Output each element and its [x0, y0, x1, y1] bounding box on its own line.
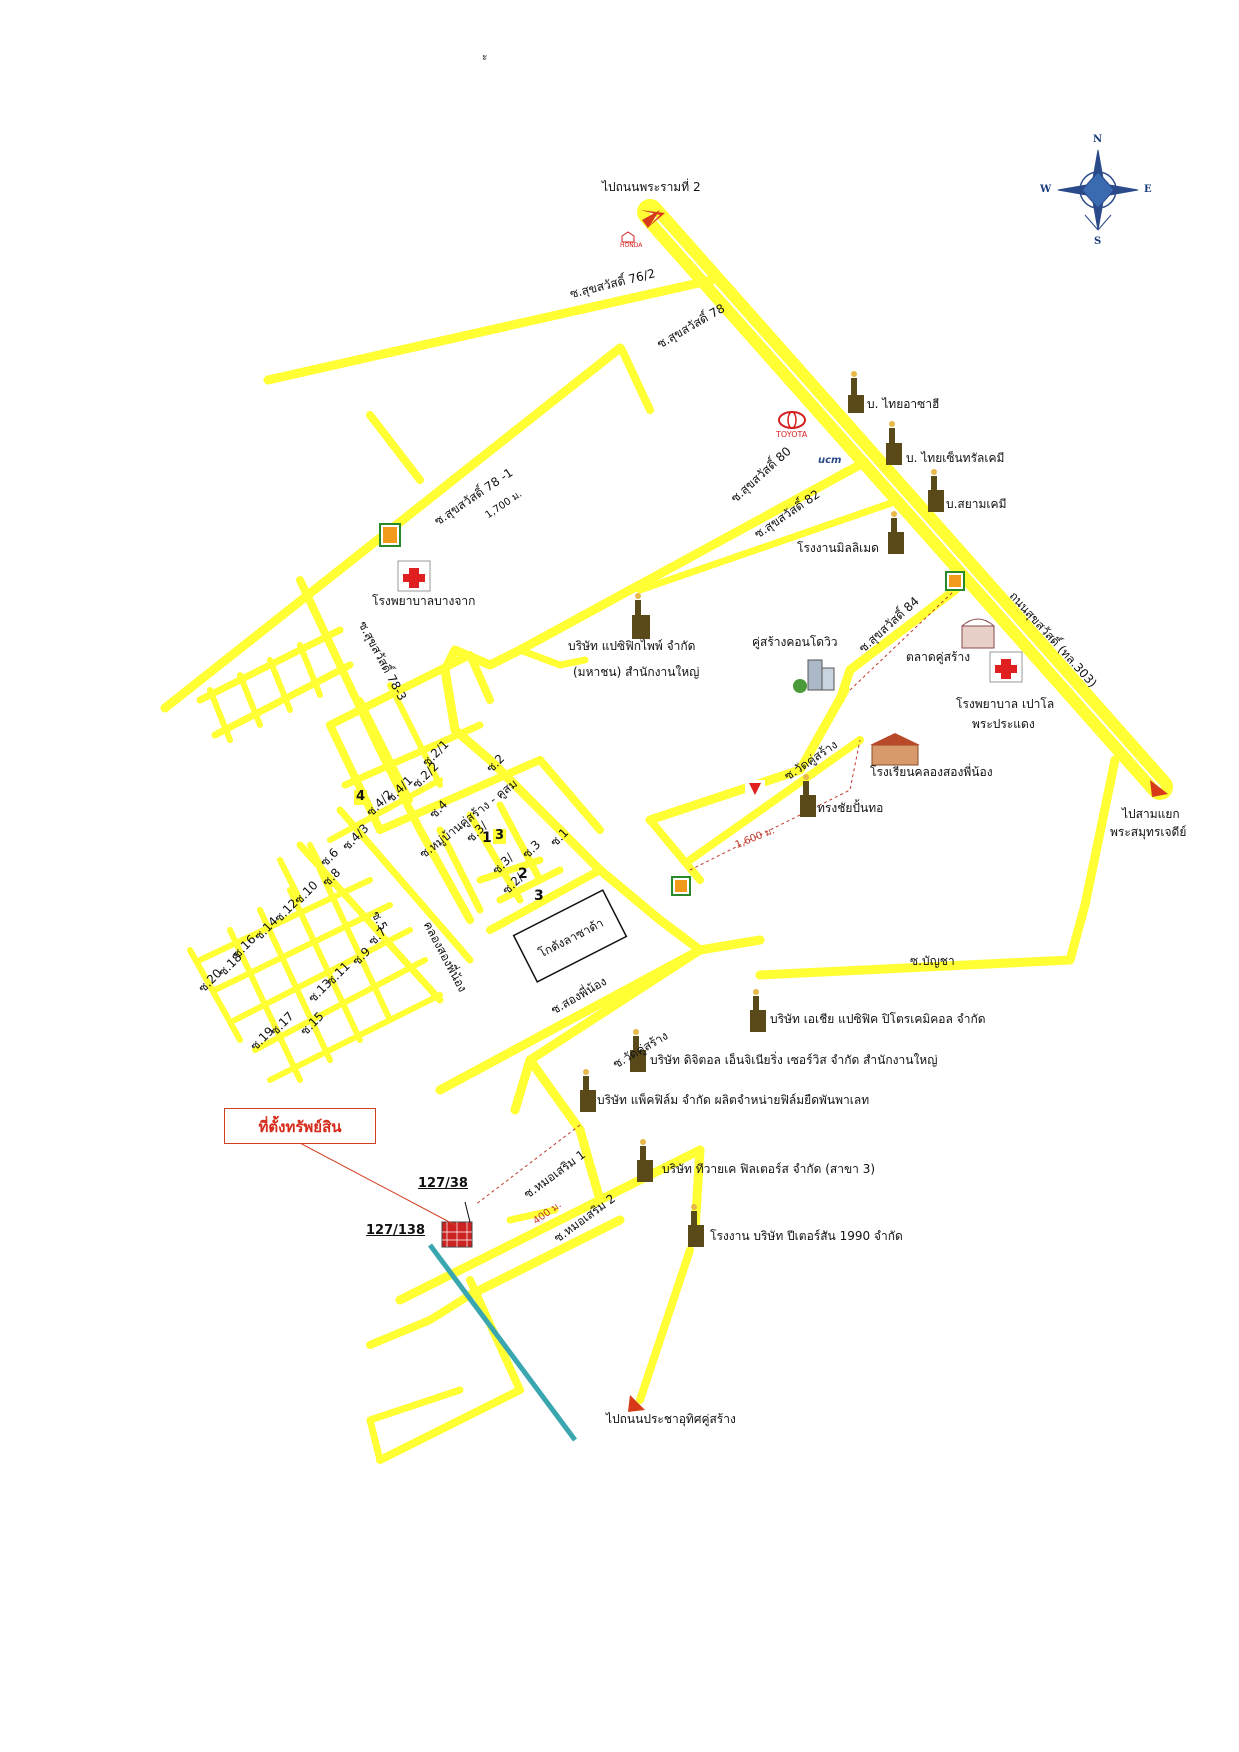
seven-eleven-icon [945, 571, 965, 591]
school-icon [870, 733, 920, 766]
top-mark: ะ [482, 52, 488, 63]
zone-1: 1 [482, 830, 492, 846]
place-thai-central-chem: บ. ไทยเซ็นทรัลเคมี [906, 451, 1005, 465]
factory-icon [630, 1029, 646, 1072]
place-bangchak-hospital: โรงพยาบาลบางจาก [372, 594, 476, 608]
canal-line [427, 1243, 578, 1442]
factory-icon [928, 469, 944, 512]
compass-w: W [1040, 184, 1052, 195]
market-icon [961, 618, 995, 649]
zone-2: 2 [518, 866, 528, 882]
compass-s: S [1094, 236, 1102, 247]
place-thai-asahi: บ. ไทยอาซาฮี [867, 397, 940, 411]
warehouse-box [512, 889, 628, 983]
factory-icon [750, 989, 766, 1032]
toyota-label: TOYOTA [776, 430, 808, 439]
place-peterson: โรงงาน บริษัท ปีเตอร์สัน 1990 จำกัด [710, 1229, 903, 1243]
ptt-icon [745, 780, 765, 798]
compass-e: E [1144, 184, 1152, 195]
road-banchasa [755, 755, 1120, 980]
dest-north: ไปถนนพระรามที่ 2 [602, 180, 701, 194]
hospital-icon [989, 651, 1023, 683]
dest-southeast-1: ไปสามแยก [1122, 807, 1180, 821]
zone-3b: 3 [493, 828, 507, 844]
place-school: โรงเรียนคลองสองพี่น้อง [870, 765, 993, 779]
toyota-logo [778, 411, 806, 429]
place-mill-cement: โรงงานมิลลิเมด [797, 541, 879, 555]
road-soi-82 [636, 496, 904, 594]
condo-icon [793, 659, 835, 693]
road-soi-80 [515, 457, 870, 655]
place-pacific-pipe-1: บริษัท แปซิฟิกไพพ์ จำกัด [568, 639, 696, 653]
ucm-label: ucm [818, 455, 842, 466]
road-soi-76-2 [263, 275, 717, 385]
road-label-banchasa: ซ.บัญชา [910, 954, 955, 968]
factory-icons [580, 371, 944, 1247]
dest-southeast-2: พระสมุทรเจดีย์ [1110, 825, 1187, 839]
place-songchai: ทรงชัยปั้นทอ [817, 801, 884, 815]
plot-127-38: 127/38 [418, 1176, 468, 1191]
factory-icon [637, 1139, 653, 1182]
place-siam-chem: บ.สยามเคมี [946, 497, 1007, 511]
place-paolo-hospital-1: โรงพยาบาล เปาโล [956, 697, 1055, 711]
factory-icon [888, 511, 904, 554]
roads [160, 199, 1173, 1464]
honda-logo [621, 231, 635, 243]
honda-label: HONDA [620, 242, 643, 249]
factory-icon [580, 1069, 596, 1112]
factory-icon [632, 593, 650, 639]
seven-eleven-icon [671, 876, 691, 896]
direction-arrows [628, 210, 1168, 1412]
distance-lines [474, 589, 956, 1206]
factory-icon [800, 774, 816, 817]
place-asia-pacific: บริษัท เอเชีย แปซิฟิค ปิโตรเคมิคอล จำกัด [770, 1012, 986, 1026]
dest-south: ไปถนนประชาอุทิศคู่สร้าง [606, 1412, 736, 1426]
place-khu-sang-condo: คู่สร้างคอนโดวิว [752, 635, 838, 649]
compass-icon [1057, 149, 1139, 231]
place-paolo-hospital-2: พระประแดง [972, 717, 1035, 731]
factory-icon [886, 421, 902, 465]
road-wat-khu-sang [645, 685, 850, 825]
place-pacific-pipe-2: (มหาชน) สำนักงานใหญ่ [573, 665, 700, 679]
place-pack-film: บริษัท แพ็คฟิล์ม จำกัด ผลิตจำหน่ายฟิล์มย… [597, 1093, 870, 1107]
zone-3: 3 [534, 888, 544, 904]
place-twk-filters: บริษัท ทีวายเค ฟิลเตอร์ส จำกัด (สาขา 3) [662, 1162, 876, 1176]
factory-icon [848, 371, 864, 413]
plot-127-138: 127/138 [366, 1223, 426, 1238]
place-khu-sang-market: ตลาดคู่สร้าง [906, 650, 971, 664]
property-callout: ที่ตั้งทรัพย์สิน [224, 1108, 376, 1144]
seven-eleven-icon [379, 523, 401, 547]
property-marker [299, 1142, 473, 1248]
place-digital-eng: บริษัท ดิจิตอล เอ็นจิเนียริ่ง เซอร์วิส จ… [650, 1053, 938, 1067]
factory-icon [688, 1204, 704, 1247]
compass-n: N [1093, 134, 1103, 145]
hospital-icon [397, 560, 431, 592]
zone-4: 4 [354, 789, 368, 805]
